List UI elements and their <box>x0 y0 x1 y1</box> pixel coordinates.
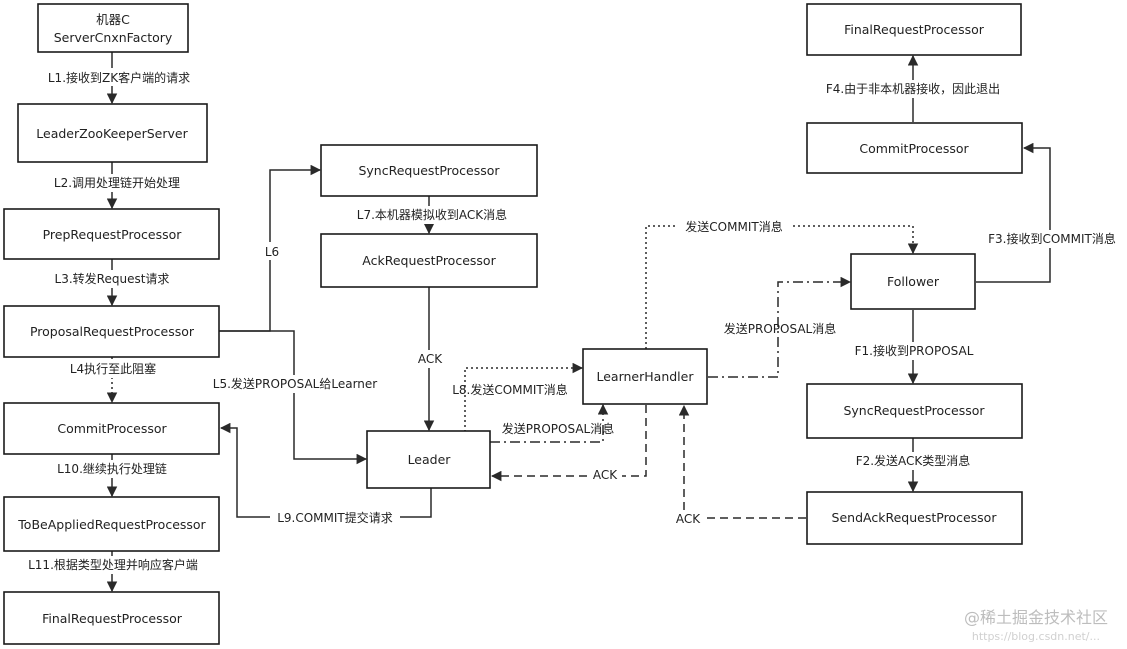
node-leader-zk-server: LeaderZooKeeperServer <box>17 103 208 163</box>
watermark-text: @稀土掘金技术社区 <box>964 608 1108 627</box>
label-l2: L2.调用处理链开始处理 <box>54 175 180 190</box>
node-follower: Follower <box>850 253 976 310</box>
edge-l5 <box>219 330 368 465</box>
label-l8: L8.发送COMMIT消息 <box>452 382 568 397</box>
node-server-cnxn-factory-label: ServerCnxnFactory <box>54 30 173 45</box>
label-send-proposal-leader: 发送PROPOSAL消息 <box>502 421 614 436</box>
node-server-cnxn-factory-title: 机器C <box>96 12 130 27</box>
node-final-processor-left: FinalRequestProcessor <box>3 591 220 645</box>
node-ack-request-processor-label: AckRequestProcessor <box>362 253 496 268</box>
label-l11: L11.根据类型处理并响应客户端 <box>28 557 198 572</box>
node-commit-processor-right-label: CommitProcessor <box>859 141 969 156</box>
label-l1: L1.接收到ZK客户端的请求 <box>48 70 190 85</box>
edge-send-proposal-follower <box>708 276 852 378</box>
node-sync-processor-leader-label: SyncRequestProcessor <box>358 163 500 178</box>
label-l4: L4执行至此阻塞 <box>70 361 156 376</box>
node-commit-processor-right: CommitProcessor <box>806 122 1023 174</box>
edge-ack-follower <box>678 404 806 519</box>
node-to-be-applied-processor-label: ToBeAppliedRequestProcessor <box>17 517 206 532</box>
node-sync-processor-leader: SyncRequestProcessor <box>320 144 538 197</box>
node-follower-label: Follower <box>887 274 940 289</box>
node-commit-processor-left: CommitProcessor <box>3 402 220 455</box>
node-commit-processor-left-label: CommitProcessor <box>57 421 167 436</box>
node-prep-request-processor-label: PrepRequestProcessor <box>43 227 183 242</box>
node-proposal-request-processor-label: ProposalRequestProcessor <box>30 324 195 339</box>
label-l10: L10.继续执行处理链 <box>57 461 167 476</box>
label-l3: L3.转发Request请求 <box>55 271 170 286</box>
node-final-processor-right: FinalRequestProcessor <box>806 3 1022 56</box>
label-ack-leader: ACK <box>418 352 443 366</box>
label-l7: L7.本机器模拟收到ACK消息 <box>357 207 507 222</box>
node-leader-label: Leader <box>408 452 452 467</box>
edge-l8 <box>464 362 584 432</box>
label-send-proposal-follower: 发送PROPOSAL消息 <box>724 321 836 336</box>
node-ack-request-processor: AckRequestProcessor <box>320 233 538 288</box>
node-sync-processor-follower-label: SyncRequestProcessor <box>843 403 985 418</box>
node-leader: Leader <box>366 430 491 489</box>
edge-f3 <box>976 142 1051 283</box>
node-send-ack-processor: SendAckRequestProcessor <box>806 491 1023 545</box>
label-l9: L9.COMMIT提交请求 <box>277 510 393 525</box>
node-learner-handler-label: LearnerHandler <box>597 369 695 384</box>
label-send-commit-follower: 发送COMMIT消息 <box>685 219 782 234</box>
node-final-processor-right-label: FinalRequestProcessor <box>844 22 985 37</box>
label-f3: F3.接收到COMMIT消息 <box>988 231 1116 246</box>
label-ack-follower: ACK <box>676 512 701 526</box>
edge-ack-learner <box>490 405 647 482</box>
edge-l9 <box>219 422 432 518</box>
node-leader-zk-server-label: LeaderZooKeeperServer <box>36 126 188 141</box>
label-ack-learner: ACK <box>593 468 618 482</box>
node-proposal-request-processor: ProposalRequestProcessor <box>3 305 220 358</box>
label-f1: F1.接收到PROPOSAL <box>855 343 974 358</box>
label-f2: F2.发送ACK类型消息 <box>856 453 971 468</box>
node-send-ack-processor-label: SendAckRequestProcessor <box>832 510 998 525</box>
node-sync-processor-follower: SyncRequestProcessor <box>806 383 1023 439</box>
label-l6: L6 <box>265 245 279 259</box>
node-server-cnxn-factory: 机器C ServerCnxnFactory <box>37 3 189 53</box>
watermark-url: https://blog.csdn.net/... <box>972 630 1100 643</box>
node-final-processor-left-label: FinalRequestProcessor <box>42 611 183 626</box>
node-to-be-applied-processor: ToBeAppliedRequestProcessor <box>3 496 220 552</box>
node-learner-handler: LearnerHandler <box>582 348 708 405</box>
label-l5: L5.发送PROPOSAL给Learner <box>213 376 377 391</box>
node-prep-request-processor: PrepRequestProcessor <box>3 208 220 260</box>
label-f4: F4.由于非本机器接收，因此退出 <box>826 81 1000 96</box>
